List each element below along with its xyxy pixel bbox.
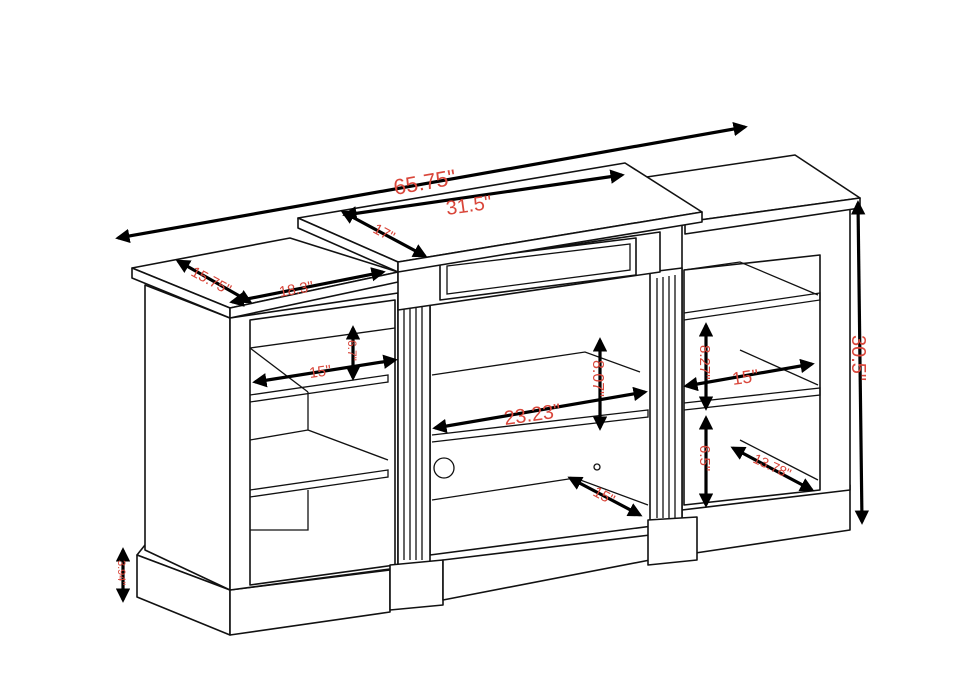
- arrow-right-shelf-depth: [730, 446, 815, 492]
- arrow-center-shelf-depth: [567, 476, 643, 517]
- label-left-shelf-height: 6.7": [345, 340, 359, 361]
- dimension-arrows: [115, 121, 870, 603]
- arrow-center-top-depth: [340, 210, 428, 258]
- label-right-shelf-width: 15": [731, 365, 760, 388]
- label-overall-height: 30.5": [847, 335, 869, 381]
- label-side-top-width: 18.3": [278, 278, 315, 301]
- arrow-center-shelf-width: [432, 386, 648, 434]
- arrow-left-shelf-width: [252, 354, 398, 388]
- label-center-shelf-height: 8.07": [589, 360, 606, 397]
- label-base-height: 3.94": [115, 560, 127, 585]
- label-right-shelf-height-upper: 8.27": [696, 345, 713, 380]
- label-left-shelf-width: 15": [308, 362, 332, 382]
- arrow-overall-height: [850, 200, 870, 525]
- arrow-side-top-width: [229, 267, 386, 307]
- arrow-right-shelf-width: [683, 358, 815, 392]
- arrow-center-top-width: [342, 169, 625, 221]
- left-cabinet: [131, 237, 399, 636]
- label-right-shelf-height-lower: 6.5": [696, 445, 713, 471]
